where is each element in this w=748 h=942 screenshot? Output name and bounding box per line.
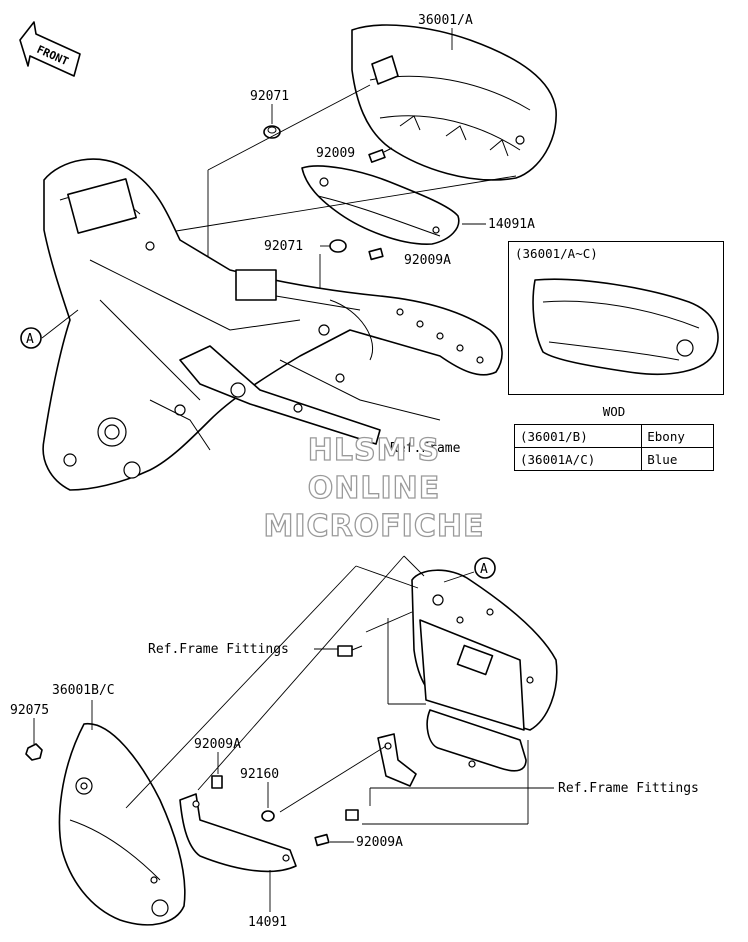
front-arrow-icon: FRONT: [19, 21, 81, 77]
callout-92071-mid: 92071: [264, 239, 303, 254]
ref-marker-a-right: A: [443, 557, 496, 583]
bolt-ref-fitting-lower: [345, 809, 359, 821]
callout-92009a-low: 92009A: [194, 737, 241, 752]
watermark-line3: MICROFICHE: [264, 509, 485, 544]
callout-14091: 14091: [248, 915, 287, 930]
bracket-14091a: [301, 165, 460, 245]
electrical-case: [411, 569, 558, 772]
callout-ref-fittings-right: Ref.Frame Fittings: [558, 781, 699, 796]
callout-92009a-bottom: 92009A: [356, 835, 403, 850]
table-row: (36001A/C) Blue: [513, 447, 714, 471]
callout-14091a: 14091A: [488, 217, 535, 232]
washer-92160: [261, 810, 275, 822]
bolt-ref-fitting-upper: [337, 645, 363, 657]
callout-92009: 92009: [316, 146, 355, 161]
wod-color-cell: Ebony: [641, 424, 714, 448]
ref-a-left-label: A: [26, 332, 34, 347]
variant-box-title: (36001/A~C): [515, 246, 598, 261]
ref-a-right-label: A: [480, 562, 488, 577]
callout-92071-top: 92071: [250, 89, 289, 104]
ref-marker-a-left: A: [20, 327, 42, 349]
bolt-92009a-mid: [368, 247, 384, 261]
watermark-line2: ONLINE: [308, 471, 441, 506]
table-row: (36001/B) Ebony: [513, 424, 714, 448]
variant-cover-drawing: [532, 278, 719, 375]
wod-code-cell: (36001A/C): [513, 447, 643, 471]
wod-color-table: (36001/B) Ebony (36001A/C) Blue: [513, 424, 714, 471]
callout-92009a-mid: 92009A: [404, 253, 451, 268]
callout-36001bc: 36001B/C: [52, 683, 115, 698]
bolt-92009: [368, 147, 393, 163]
side-cover-36001a: [351, 24, 557, 181]
watermark-line1: HLSM'S: [308, 433, 440, 468]
callout-ref-frame: Ref.Frame: [390, 441, 461, 456]
wod-color-cell: Blue: [641, 447, 714, 471]
callout-92075: 92075: [10, 703, 49, 718]
mount-bracket: [377, 733, 417, 787]
callout-92160: 92160: [240, 767, 279, 782]
side-cover-36001bc: [58, 723, 186, 926]
variant-box: (36001/A~C): [508, 241, 724, 395]
motorcycle-frame: [42, 158, 503, 491]
wod-heading: WOD: [602, 404, 626, 419]
nut-92075: [25, 743, 43, 761]
callout-36001a: 36001/A: [418, 13, 473, 28]
wod-code-cell: (36001/B): [513, 424, 643, 448]
grommet-92071-mid: [329, 239, 347, 253]
bracket-14091: [179, 793, 297, 873]
bolt-92009a-low: [211, 775, 223, 789]
callout-ref-fittings-left: Ref.Frame Fittings: [148, 642, 289, 657]
bolt-92009a-bottom: [314, 833, 330, 847]
